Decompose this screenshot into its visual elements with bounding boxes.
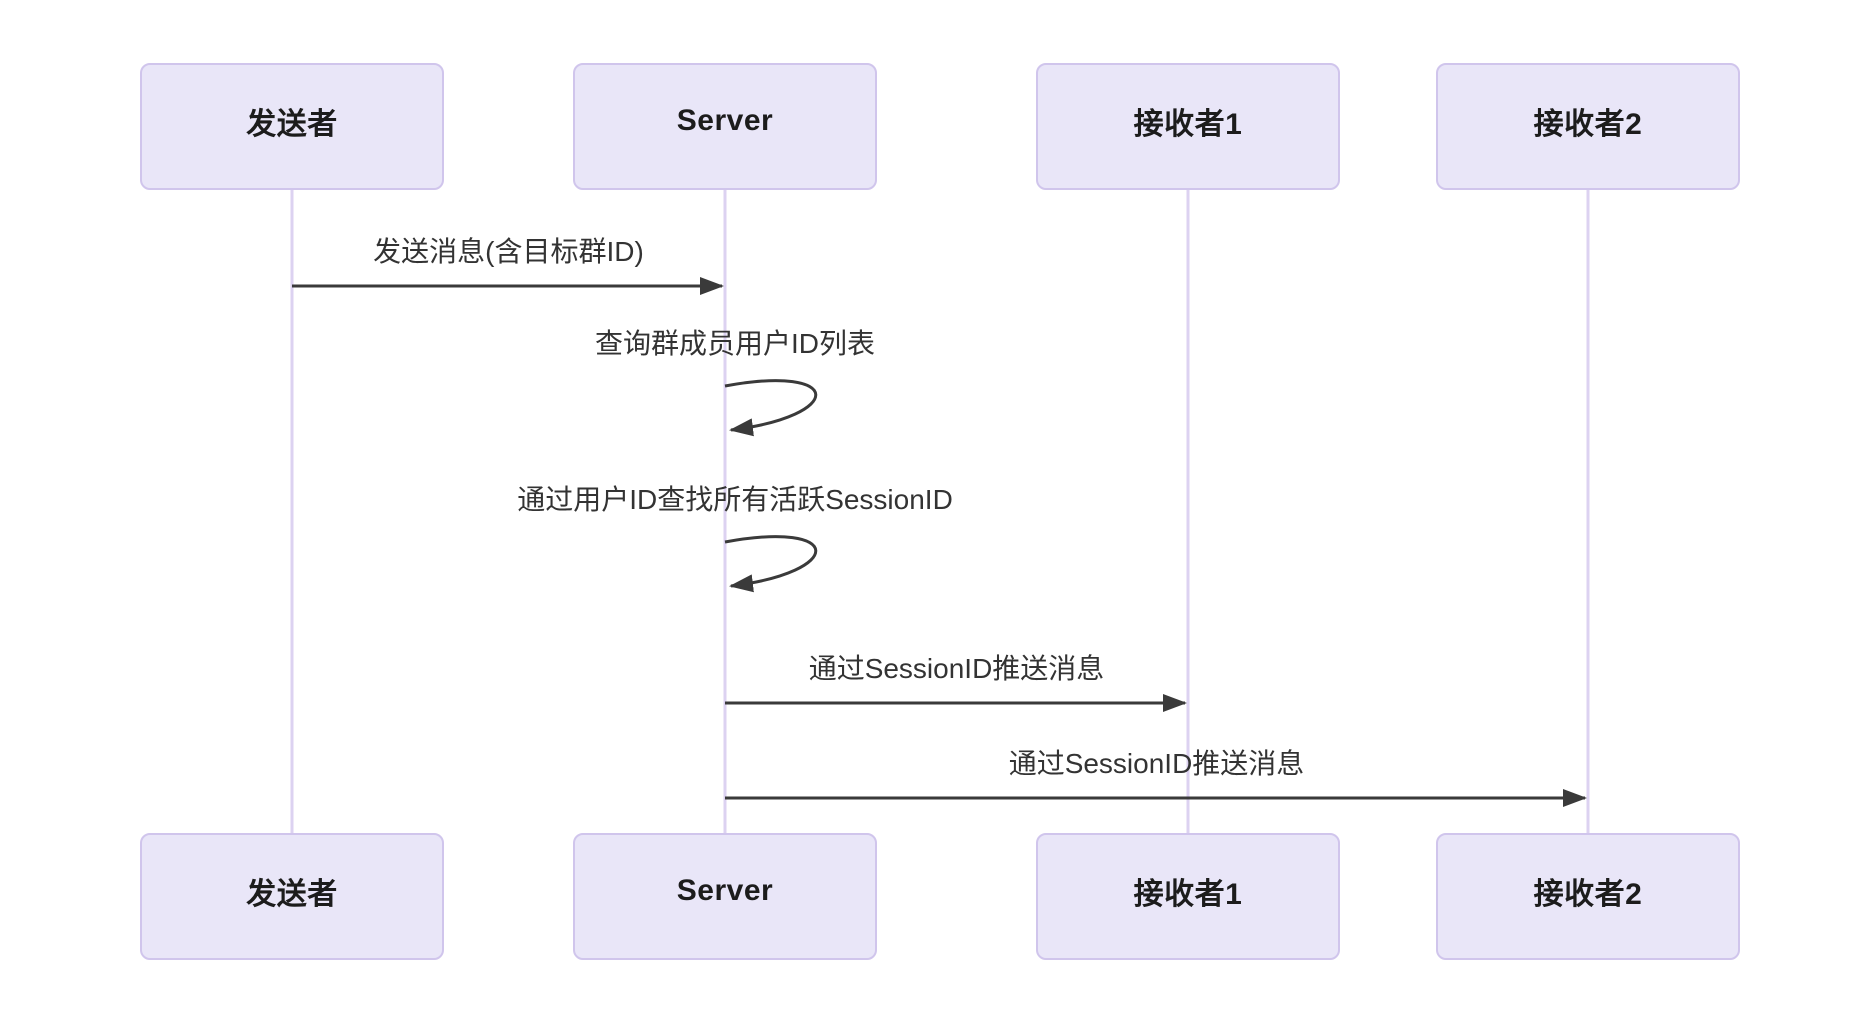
self-loop-arrow-2 [724, 535, 818, 593]
message-label-2: 通过用户ID查找所有活跃SessionID [517, 484, 953, 515]
self-loop-arrow-1 [724, 379, 818, 437]
actor-box-bottom-2: 接收者1 [1036, 833, 1340, 960]
actor-box-top-2: 接收者1 [1036, 63, 1340, 190]
actor-label: 接收者2 [1533, 877, 1643, 911]
actor-label: Server [676, 873, 774, 907]
actor-label: 接收者1 [1133, 877, 1243, 911]
actor-label: 接收者1 [1133, 107, 1243, 141]
message-label-4: 通过SessionID推送消息 [1008, 748, 1305, 779]
message-label-1: 查询群成员用户ID列表 [594, 328, 876, 359]
actor-box-bottom-1: Server [573, 833, 877, 960]
messages-group [292, 277, 1587, 807]
actor-box-top-3: 接收者2 [1436, 63, 1740, 190]
message-label-0: 发送消息(含目标群ID) [373, 236, 644, 267]
actor-label: 发送者 [246, 107, 338, 141]
actor-box-bottom-3: 接收者2 [1436, 833, 1740, 960]
lifelines-group [290, 189, 1590, 834]
actor-box-top-0: 发送者 [140, 63, 444, 190]
actor-box-bottom-0: 发送者 [140, 833, 444, 960]
actor-box-top-1: Server [573, 63, 877, 190]
actor-label: 接收者2 [1533, 107, 1643, 141]
actor-label: Server [676, 103, 774, 137]
message-label-3: 通过SessionID推送消息 [808, 653, 1105, 684]
actor-label: 发送者 [246, 877, 338, 911]
